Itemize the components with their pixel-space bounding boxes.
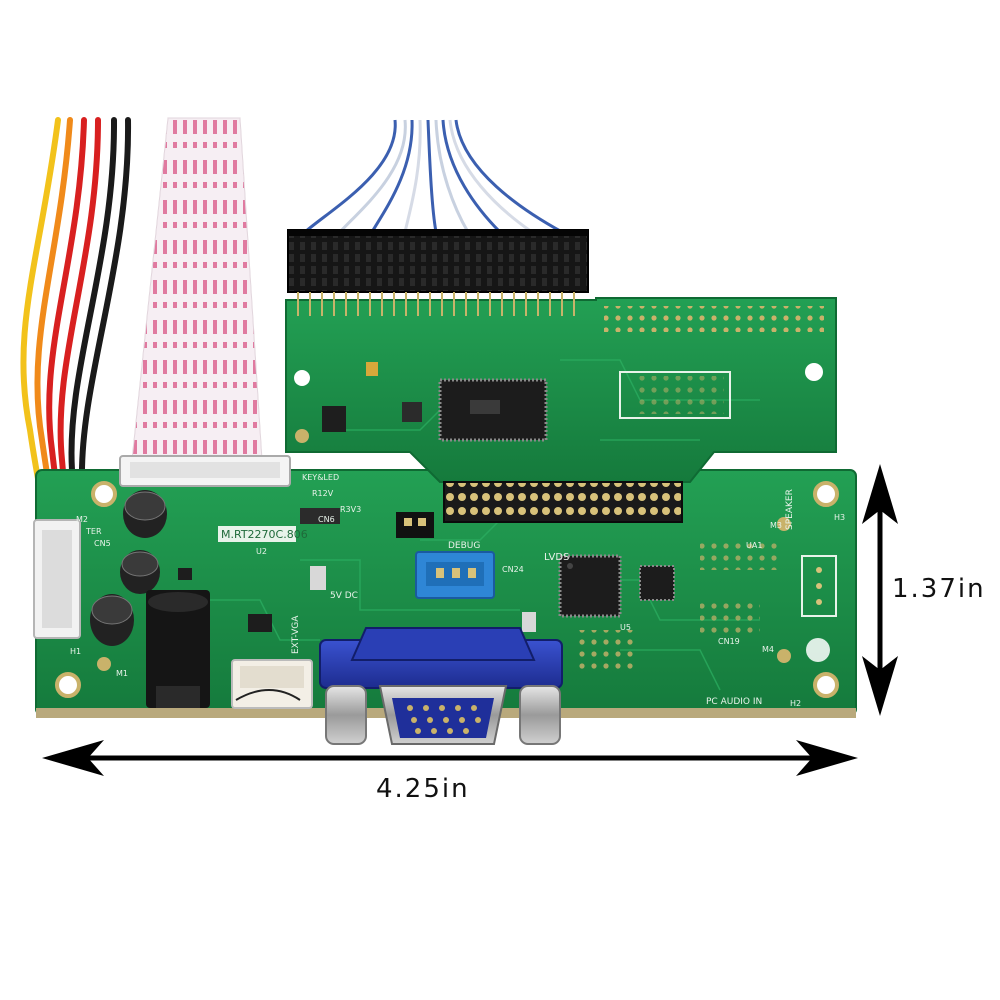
h1-label: H1 xyxy=(70,647,81,656)
debug-connector xyxy=(415,551,495,599)
dc-power-jack xyxy=(146,590,210,708)
small-connector xyxy=(231,659,313,709)
cn24-label: CN24 xyxy=(502,565,524,574)
adapter-board xyxy=(285,297,837,523)
ribbon-cable xyxy=(131,117,263,461)
cn19-label: CN19 xyxy=(718,637,740,646)
vga-connector xyxy=(319,627,563,745)
cn6-label: CN6 xyxy=(318,515,335,524)
m3-label: M3 xyxy=(770,521,782,530)
r3v3-label: R3V3 xyxy=(340,505,361,514)
jumper-header xyxy=(396,512,434,538)
pc-audio-in-label: PC AUDIO IN xyxy=(706,697,762,707)
lvds-header xyxy=(287,229,589,316)
keyled-label: KEY&LED xyxy=(302,473,339,482)
model-label: M.RT2270C.806 xyxy=(221,528,308,541)
lvds-label: LVDS xyxy=(544,552,569,563)
lvds-wires xyxy=(304,119,563,234)
power-connector xyxy=(33,519,81,639)
ter-label: TER xyxy=(85,527,102,536)
width-dimension-arrow xyxy=(42,740,858,776)
ua1-label: UA1 xyxy=(746,541,762,550)
m4-label: M4 xyxy=(762,645,774,654)
height-dimension-arrow xyxy=(862,464,898,716)
ribbon-connector xyxy=(119,455,291,487)
h2-label: H2 xyxy=(790,699,801,708)
cn5-label: CN5 xyxy=(94,539,111,548)
5v-dc-label: 5V DC xyxy=(330,591,358,601)
height-dimension-label: 1.37in xyxy=(892,574,986,604)
speaker-label: SPEAKER xyxy=(785,489,795,530)
ext-vga-label: EXT-VGA xyxy=(291,615,301,654)
debug-label: DEBUG xyxy=(448,541,480,551)
m2-label: M2 xyxy=(76,515,88,524)
h3-label: H3 xyxy=(834,513,845,522)
capacitors xyxy=(90,490,167,646)
main-ic xyxy=(558,554,622,618)
u5-label: U5 xyxy=(620,623,631,632)
width-dimension-label: 4.25in xyxy=(376,774,470,804)
u2-label: U2 xyxy=(256,547,267,556)
smd-components xyxy=(178,508,837,670)
m1-label: M1 xyxy=(116,669,128,678)
silkscreen-labels: M.RT2270C.806 LVDS DEBUG SPEAKER PC AUDI… xyxy=(70,473,845,708)
small-ic xyxy=(639,565,675,601)
r12v-label: R12V xyxy=(312,489,334,498)
